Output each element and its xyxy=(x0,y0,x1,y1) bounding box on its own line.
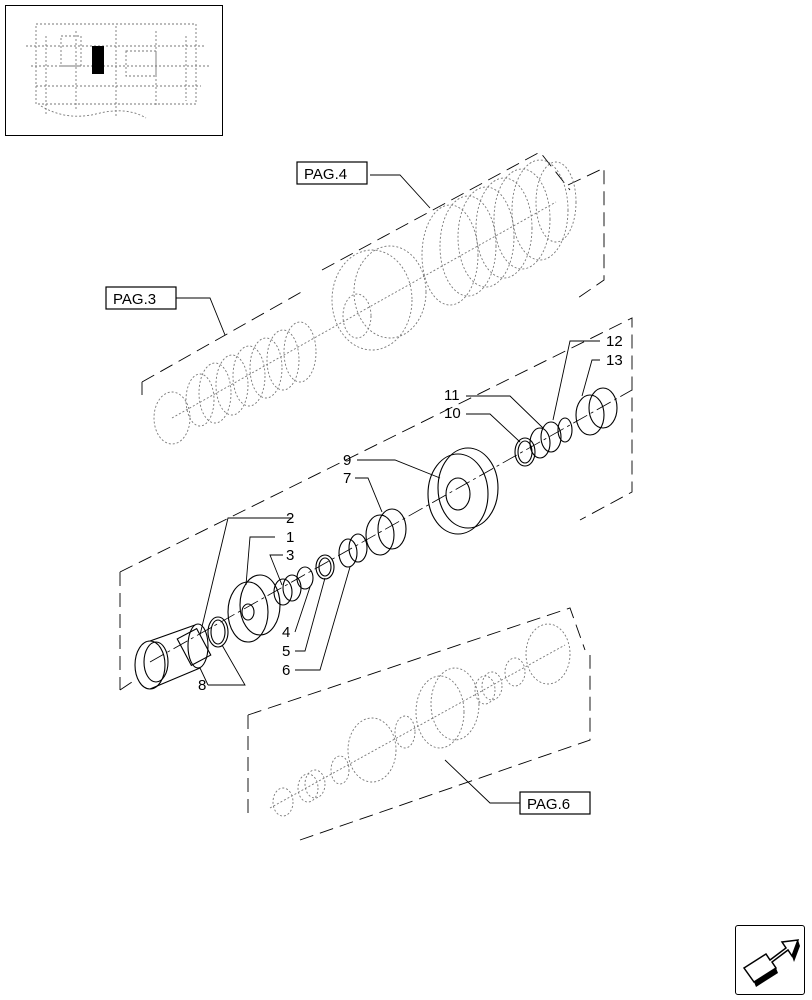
part-8-shaft xyxy=(134,623,212,690)
shaft-axis xyxy=(149,389,633,663)
transmission-locator-thumbnail xyxy=(26,23,211,119)
assembly-boundary xyxy=(119,151,633,841)
part-5-ring xyxy=(315,554,335,580)
ghost-gear-set xyxy=(269,623,571,817)
callout-9: 9 xyxy=(343,452,351,469)
callout-3: 3 xyxy=(286,547,294,564)
ref-pag3-label: PAG.3 xyxy=(113,291,156,308)
callout-11: 11 xyxy=(444,387,460,404)
ref-pag4[interactable]: PAG.4 xyxy=(296,161,368,185)
part-7-gear xyxy=(365,508,407,556)
leader-lines xyxy=(176,174,600,804)
callout-10: 10 xyxy=(444,405,461,422)
part-11-bearing xyxy=(529,421,562,459)
callout-12: 12 xyxy=(606,333,623,350)
callout-13: 13 xyxy=(606,352,623,369)
part-6-bearing xyxy=(338,533,368,568)
callout-1: 1 xyxy=(286,529,294,546)
part-4-clip xyxy=(296,566,314,590)
ref-pag6[interactable]: PAG.6 xyxy=(519,791,591,815)
callout-8: 8 xyxy=(198,677,206,694)
callout-4: 4 xyxy=(282,624,290,641)
part-13-gear xyxy=(575,387,618,436)
callout-2: 2 xyxy=(286,510,294,527)
callout-labels: 2 1 3 4 5 6 7 8 9 10 11 12 13 xyxy=(198,333,623,694)
part-12-ring xyxy=(557,417,573,443)
ref-pag4-label: PAG.4 xyxy=(304,166,347,183)
locator-thumbnail xyxy=(5,5,223,136)
next-page-button[interactable] xyxy=(735,925,805,995)
callout-5: 5 xyxy=(282,643,290,660)
ref-pag3[interactable]: PAG.3 xyxy=(105,286,177,310)
highlight-marker xyxy=(92,46,104,74)
next-page-arrow-icon xyxy=(742,939,800,987)
callout-7: 7 xyxy=(343,470,351,487)
ghost-clutch-pack xyxy=(153,159,577,445)
callout-6: 6 xyxy=(282,662,290,679)
part-8-snap-ring xyxy=(207,616,229,648)
part-9-hub xyxy=(427,447,499,535)
ref-pag6-label: PAG.6 xyxy=(527,796,570,813)
part-1-gear xyxy=(227,574,281,643)
